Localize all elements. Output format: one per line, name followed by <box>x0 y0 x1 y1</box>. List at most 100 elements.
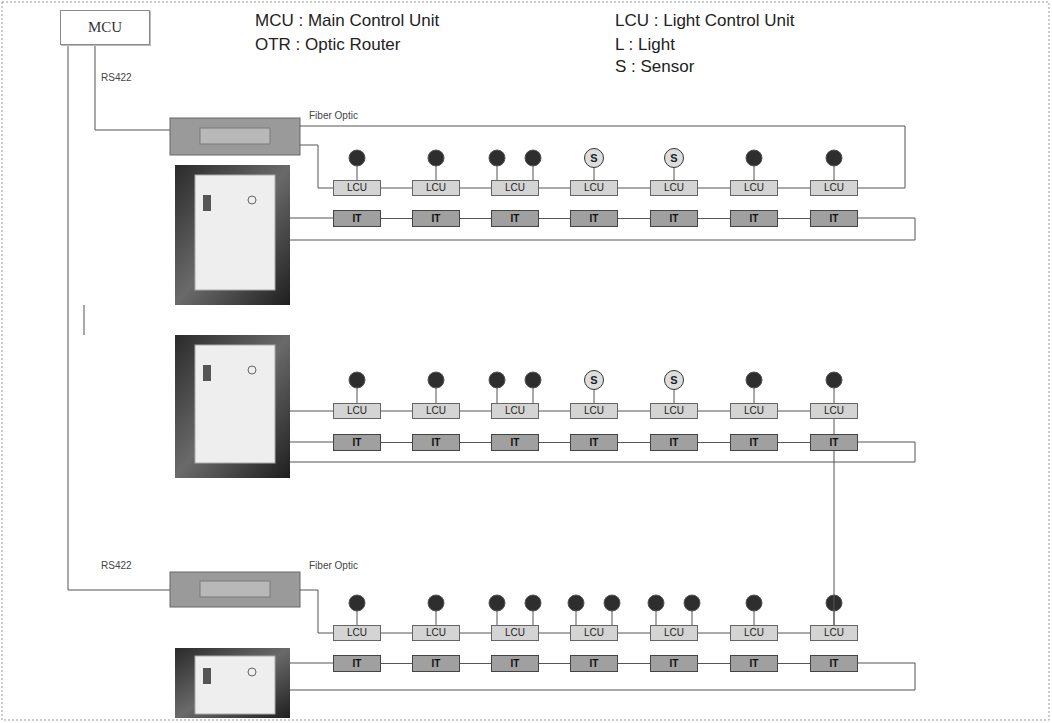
node-text: S <box>590 375 597 386</box>
node-text: IT <box>432 438 441 448</box>
light-symbol <box>525 595 541 611</box>
light-control-box: LCU <box>333 625 381 641</box>
link-line <box>778 442 810 443</box>
transceiver-box: IT <box>333 210 381 227</box>
device-wire <box>84 305 85 335</box>
node-text: LCU <box>505 406 525 416</box>
link-line <box>698 411 730 412</box>
light-stem <box>357 166 358 180</box>
light-stem <box>692 611 693 625</box>
transceiver-box: IT <box>650 434 698 451</box>
light-symbol <box>349 150 365 166</box>
light-symbol <box>746 150 762 166</box>
fiber-wire <box>300 590 333 633</box>
light-stem <box>834 166 835 180</box>
link-line <box>618 188 650 189</box>
node-text: LCU <box>824 183 844 193</box>
light-symbol <box>428 150 444 166</box>
link-line <box>460 411 491 412</box>
link-line <box>618 411 650 412</box>
node-text: IT <box>353 438 362 448</box>
light-symbol <box>826 372 842 388</box>
sensor-circle: S <box>584 148 604 168</box>
link-line <box>594 168 595 180</box>
transceiver-box: IT <box>810 655 858 672</box>
light-stem <box>754 388 755 403</box>
light-symbol <box>684 595 700 611</box>
control-unit-box: MCU <box>60 10 150 45</box>
device-detail <box>248 668 256 676</box>
link-line <box>778 188 810 189</box>
light-stem <box>533 388 534 403</box>
light-stem <box>436 388 437 403</box>
link-line <box>698 633 730 634</box>
light-control-box: LCU <box>650 403 698 419</box>
legend-definition: OTR : Optic Router <box>255 36 400 55</box>
link-line <box>381 633 412 634</box>
light-stem <box>436 611 437 625</box>
node-text: LCU <box>664 628 684 638</box>
transceiver-box: IT <box>491 210 539 227</box>
light-symbol <box>746 372 762 388</box>
node-text: LCU <box>347 183 367 193</box>
node-text: LCU <box>505 628 525 638</box>
link-line <box>674 168 675 180</box>
transceiver-box: IT <box>412 210 460 227</box>
sensor-circle: S <box>664 148 684 168</box>
sensor-circle: S <box>584 370 604 390</box>
rs422-wire <box>68 45 170 590</box>
node-text: IT <box>590 214 599 224</box>
link-line <box>618 663 650 664</box>
node-text: LCU <box>744 628 764 638</box>
light-symbol <box>489 372 505 388</box>
link-line <box>539 411 570 412</box>
rs422-wire <box>95 45 170 130</box>
link-line <box>778 633 810 634</box>
light-symbol <box>746 595 762 611</box>
node-text: S <box>670 153 677 164</box>
link-line <box>381 411 412 412</box>
link-line <box>381 442 412 443</box>
transceiver-box: IT <box>570 434 618 451</box>
node-text: IT <box>750 659 759 669</box>
transceiver-box: IT <box>730 655 778 672</box>
device-detail <box>203 195 211 211</box>
light-stem <box>576 611 577 625</box>
node-text: LCU <box>824 406 844 416</box>
device-detail <box>203 668 211 684</box>
node-text: IT <box>750 438 759 448</box>
link-line <box>698 218 730 219</box>
light-control-box: LCU <box>810 403 858 419</box>
node-text: IT <box>511 438 520 448</box>
signal-name: RS422 <box>100 72 133 83</box>
node-text: LCU <box>744 406 764 416</box>
link-line <box>539 218 570 219</box>
node-text: LCU <box>664 406 684 416</box>
light-control-box: LCU <box>333 180 381 196</box>
node-text: IT <box>830 438 839 448</box>
node-text: MCU <box>88 20 122 35</box>
legend-definition: L : Light <box>615 36 675 55</box>
node-text: IT <box>432 214 441 224</box>
light-control-box: LCU <box>412 625 460 641</box>
light-stem <box>436 166 437 180</box>
light-control-box: LCU <box>730 625 778 641</box>
light-symbol <box>648 595 664 611</box>
node-text: IT <box>511 659 520 669</box>
link-line <box>539 663 570 664</box>
link-line <box>460 442 491 443</box>
node-text: LCU <box>584 183 604 193</box>
node-text: IT <box>511 214 520 224</box>
light-control-box: LCU <box>491 180 539 196</box>
device-detail <box>248 196 256 204</box>
light-stem <box>834 388 835 403</box>
link-line <box>539 188 570 189</box>
fiber-wire <box>290 411 333 412</box>
light-stem <box>656 611 657 625</box>
node-text: IT <box>830 214 839 224</box>
node-text: LCU <box>584 406 604 416</box>
legend-definition: S : Sensor <box>615 58 694 77</box>
node-text: S <box>670 375 677 386</box>
link-line <box>381 218 412 219</box>
